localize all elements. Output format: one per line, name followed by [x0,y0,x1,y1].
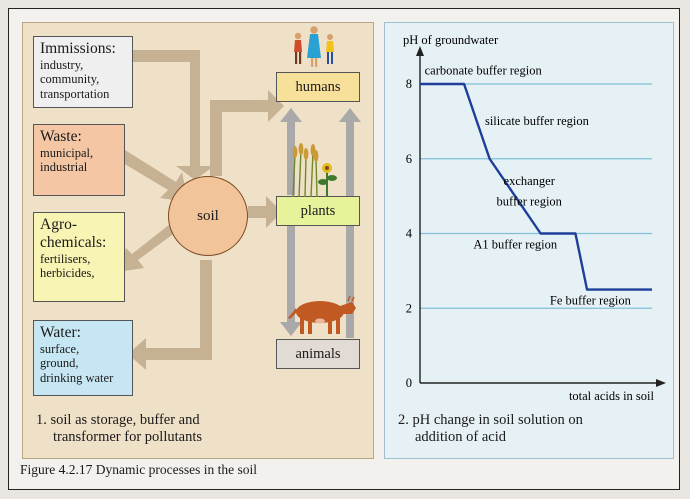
buffer-region-label: buffer region [497,194,563,208]
agrochemicals-line: herbicides, [40,266,95,280]
arrow-waste-to-soil [118,150,188,202]
buffer-region-label: Fe buffer region [550,294,632,308]
humans-box: humans [276,72,360,102]
immissions-line: community, [40,72,100,87]
waste-line: municipal, [40,145,94,160]
arrow-immissions-to-soil [123,50,214,180]
water-line: ground, [40,356,79,371]
y-axis-arrowhead [416,46,424,56]
arrow-soil-to-water [128,260,212,370]
family-illustration [294,26,334,67]
x-axis-label: total acids in soil [569,389,655,403]
buffer-region-label: A1 buffer region [473,237,558,251]
arrow-plants-to-animals [280,226,302,336]
right-caption-line: 2. pH change in soil solution on [398,412,583,428]
arrow-soil-to-agro [118,224,176,272]
waste-line: industrial [40,160,88,175]
plants-illustration [292,143,337,198]
left-panel-caption: 1. soil as storage, buffer and transform… [36,412,202,446]
animals-box: animals [276,339,360,369]
soil-node: soil [168,176,248,256]
water-line: surface, [40,341,80,356]
humans-label: humans [295,78,341,95]
arrow-soil-to-humans [210,90,284,176]
y-tick-label: 0 [406,376,412,390]
y-tick-label: 6 [406,152,412,166]
waste-title: Waste: [40,128,82,145]
buffer-region-label: exchanger [504,174,556,188]
water-line: drinking water [40,370,114,385]
buffer-region-label: carbonate buffer region [425,64,543,78]
y-axis-label: pH of groundwater [403,33,499,47]
ph-curve [420,82,652,291]
cow-illustration [288,295,356,334]
right-panel-caption: 2. pH change in soil solution on additio… [398,412,583,446]
agrochemicals-line: fertilisers, [40,251,91,266]
plants-box: plants [276,196,360,226]
agrochemicals-title: Agro- [40,216,78,233]
immissions-line: transportation [40,86,110,101]
ph-chart-panel [384,22,674,459]
y-tick-label: 4 [406,227,413,241]
immissions-title: Immissions: [40,40,116,57]
agrochemicals-box: Agro- chemicals: fertilisers, herbicides… [33,212,125,302]
x-axis-arrowhead [656,379,666,387]
immissions-box: Immissions: industry, community, transpo… [33,36,133,108]
immissions-line: industry, [40,57,84,72]
y-tick-label: 2 [406,301,412,315]
animals-label: animals [295,345,341,362]
water-title: Water: [40,324,81,341]
right-caption-line: addition of acid [415,429,507,445]
agrochemicals-title: chemicals: [40,233,107,251]
waste-box: Waste: municipal, industrial [33,124,125,196]
left-caption-line: transformer for pollutants [53,429,202,445]
plants-label: plants [300,202,336,219]
figure-caption: Figure 4.2.17 Dynamic processes in the s… [20,462,257,477]
buffer-region-label: silicate buffer region [485,114,590,128]
y-tick-label: 8 [406,77,412,91]
arrow-soil-to-plants [248,196,282,228]
arrow-plants-to-humans [280,108,302,195]
water-box: Water: surface, ground, drinking water [33,320,133,396]
soil-label: soil [197,207,219,224]
left-caption-line: 1. soil as storage, buffer and [36,412,200,428]
